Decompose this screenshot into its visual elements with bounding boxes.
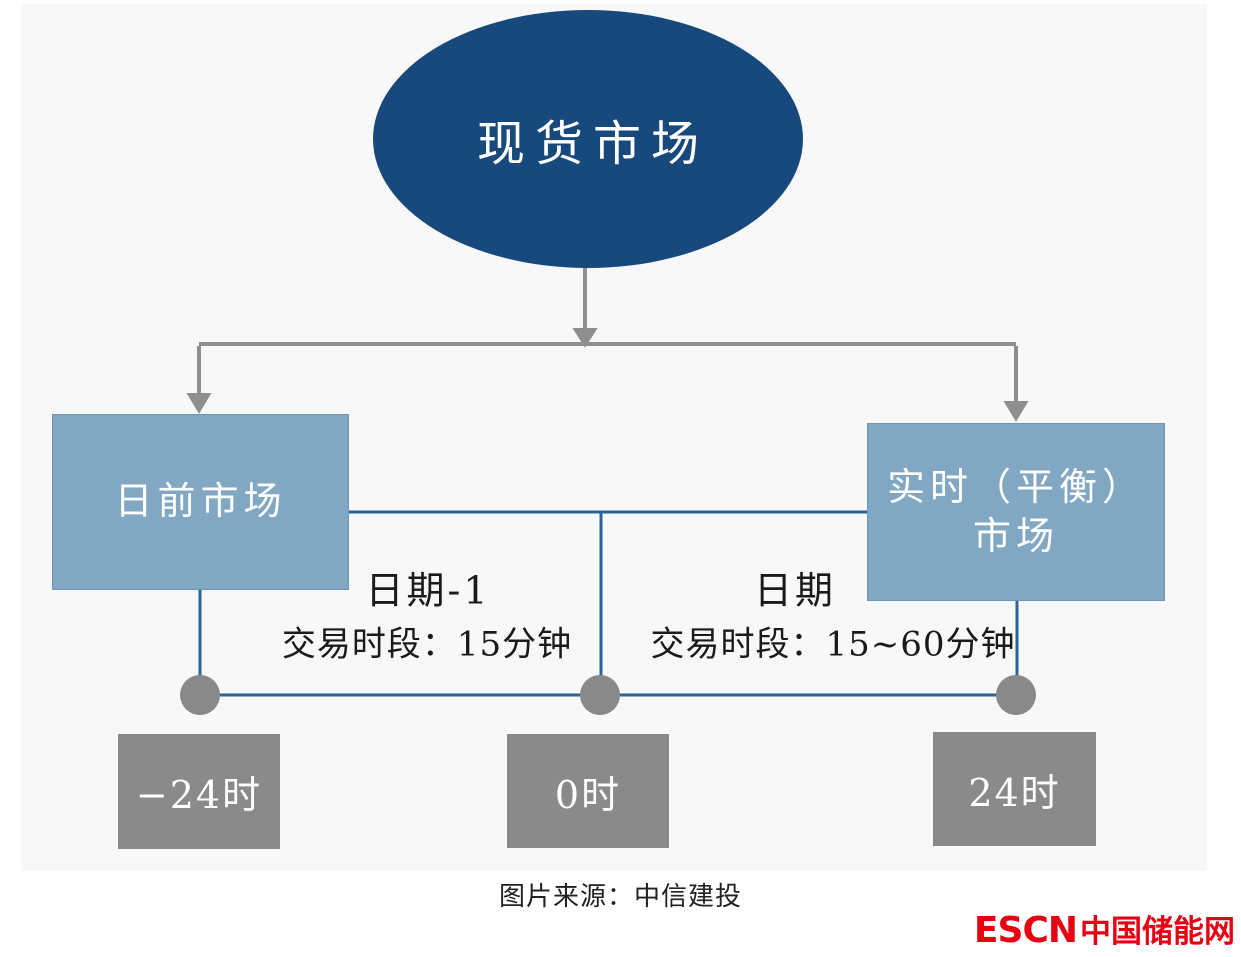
day-ahead-market-node: 日前市场 (52, 414, 349, 590)
time-marker-24-label: 24时 (968, 770, 1061, 815)
realtime-market-label-line2: 市场 (972, 514, 1059, 558)
image-source-caption: 图片来源：中信建投 (498, 882, 742, 912)
arrow-down-center-icon (572, 328, 598, 348)
connector-lines (180, 266, 1036, 715)
realtime-market-label-line1: 实时（平衡） (886, 464, 1145, 509)
time-marker-24: 24时 (933, 732, 1096, 846)
day-ahead-market-label: 日前市场 (114, 479, 287, 524)
left-period-title: 日期-1 (365, 568, 491, 613)
escn-logo-latin: ESCN (973, 910, 1078, 951)
escn-logo: ESCN 中国储能网 (974, 906, 1235, 951)
escn-logo-chinese: 中国储能网 (1080, 914, 1235, 950)
timeline-dot-zero-icon (580, 675, 620, 715)
timeline-dot-24-icon (996, 675, 1036, 715)
arrow-down-left-icon (186, 393, 212, 414)
left-period-detail: 交易时段：15分钟 (281, 624, 573, 665)
spot-market-diagram: 现货市场 日前市场 实时（平衡） 市场 日期-1 交易时段：15分钟 日期 交易… (21, 4, 1207, 871)
time-marker-zero-label: 0时 (554, 772, 622, 817)
time-marker-minus24-label: −24时 (135, 773, 263, 817)
realtime-market-node: 实时（平衡） 市场 (867, 423, 1165, 601)
spot-market-label: 现货市场 (476, 116, 709, 172)
right-period-title: 日期 (753, 568, 837, 613)
timeline-dot-minus24-icon (180, 675, 220, 715)
arrow-down-right-icon (1003, 401, 1029, 422)
spot-market-node: 现货市场 (373, 10, 803, 268)
time-marker-minus24: −24时 (118, 734, 280, 849)
timeline-dots (180, 675, 1036, 715)
time-marker-zero: 0时 (507, 734, 669, 848)
root-branch-connector (186, 266, 1029, 422)
right-period-detail: 交易时段：15~60分钟 (650, 624, 1016, 665)
